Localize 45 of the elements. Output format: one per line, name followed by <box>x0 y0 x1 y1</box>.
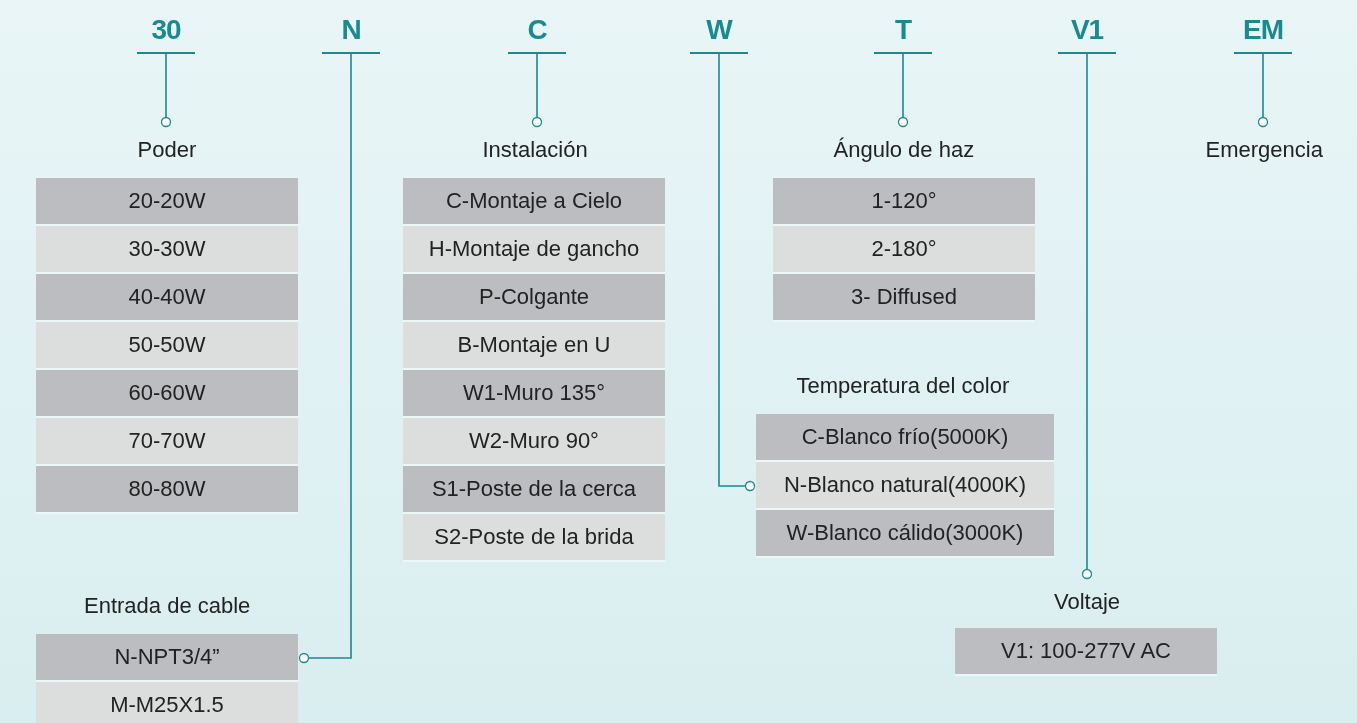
option-cell: 3- Diffused <box>773 274 1035 322</box>
code-letter: W <box>690 12 748 54</box>
code-letter: EM <box>1234 12 1292 54</box>
leader-line <box>531 53 543 128</box>
code-letter: C <box>508 12 566 54</box>
leader-line <box>1081 53 1093 580</box>
option-cell: 30-30W <box>36 226 298 274</box>
option-cell: P-Colgante <box>403 274 665 322</box>
option-cell: S2-Poste de la brida <box>403 514 665 562</box>
leader-line <box>718 53 756 492</box>
option-cell: 2-180° <box>773 226 1035 274</box>
code-letter: V1 <box>1058 12 1116 54</box>
leader-line <box>298 53 352 664</box>
option-heading: Poder <box>137 128 197 172</box>
option-cell: 40-40W <box>36 274 298 322</box>
option-cell: 70-70W <box>36 418 298 466</box>
option-cell: 60-60W <box>36 370 298 418</box>
option-cell: 1-120° <box>773 178 1035 226</box>
option-heading: Ángulo de haz <box>833 128 975 172</box>
option-cell: C-Montaje a Cielo <box>403 178 665 226</box>
code-letter: 30 <box>137 12 195 54</box>
option-cell: 20-20W <box>36 178 298 226</box>
option-heading: Emergencia <box>1205 128 1323 172</box>
option-cell: B-Montaje en U <box>403 322 665 370</box>
option-cell: 50-50W <box>36 322 298 370</box>
option-cell: N-NPT3/4” <box>36 634 298 682</box>
option-heading: Temperatura del color <box>796 364 1010 408</box>
option-heading: Voltaje <box>1054 580 1121 624</box>
option-cell: 80-80W <box>36 466 298 514</box>
option-cell: N-Blanco natural(4000K) <box>756 462 1054 510</box>
leader-line <box>897 53 909 128</box>
option-cell: M-M25X1.5 <box>36 682 298 723</box>
code-letter: T <box>874 12 932 54</box>
option-heading: Instalación <box>482 128 588 172</box>
option-heading: Entrada de cable <box>84 584 251 628</box>
option-cell: C-Blanco frío(5000K) <box>756 414 1054 462</box>
leader-line <box>160 53 172 128</box>
leader-line <box>1257 53 1269 128</box>
option-cell: V1: 100-277V AC <box>955 628 1217 676</box>
option-cell: W-Blanco cálido(3000K) <box>756 510 1054 558</box>
option-cell: H-Montaje de gancho <box>403 226 665 274</box>
option-cell: S1-Poste de la cerca <box>403 466 665 514</box>
code-letter: N <box>322 12 380 54</box>
option-cell: W2-Muro 90° <box>403 418 665 466</box>
option-cell: W1-Muro 135° <box>403 370 665 418</box>
